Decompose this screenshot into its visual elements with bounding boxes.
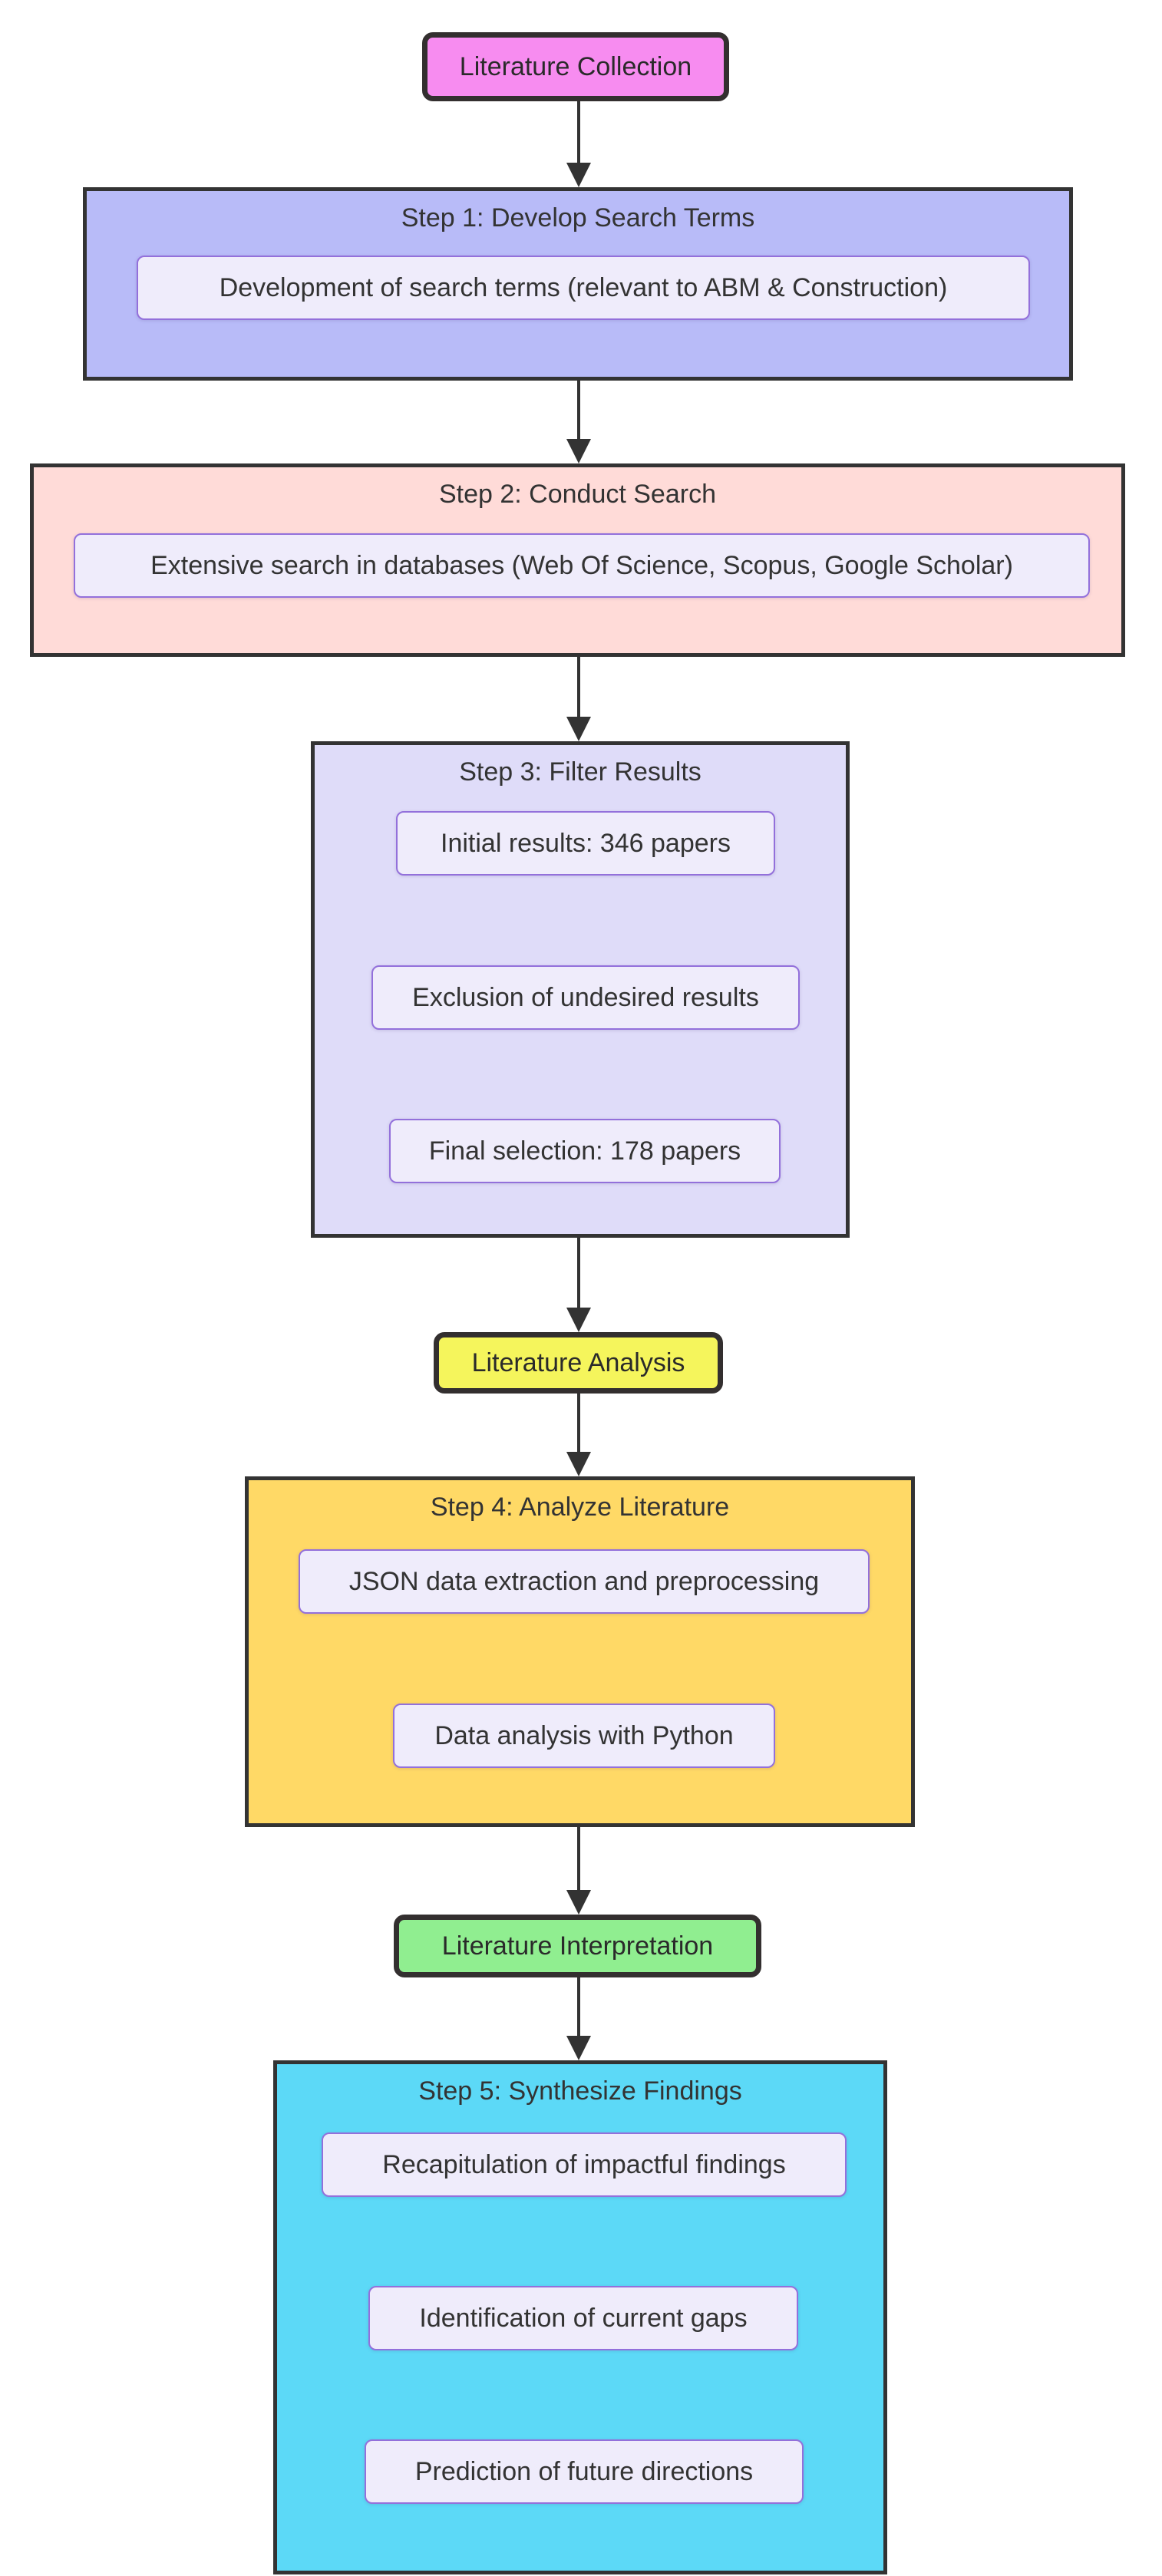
step-3-item-initial-results: Initial results: 346 papers — [396, 811, 775, 876]
step-4-item-label: JSON data extraction and preprocessing — [348, 1566, 820, 1596]
node-literature-collection: Literature Collection — [422, 32, 729, 101]
arrow-7-head-icon — [566, 2036, 591, 2060]
cluster-step-3: Step 3: Filter Results Initial results: … — [311, 741, 850, 1238]
cluster-step-5-title: Step 5: Synthesize Findings — [418, 2076, 742, 2106]
arrow-1-line — [577, 101, 580, 164]
step-1-item-label: Development of search terms (relevant to… — [219, 272, 948, 302]
cluster-step-4-title: Step 4: Analyze Literature — [430, 1492, 730, 1522]
arrow-3-head-icon — [566, 717, 591, 741]
cluster-step-1: Step 1: Develop Search Terms Development… — [83, 187, 1073, 381]
step-5-item-label: Identification of current gaps — [419, 2303, 748, 2333]
step-3-item-label: Initial results: 346 papers — [441, 828, 731, 858]
arrow-4-head-icon — [566, 1308, 591, 1332]
arrow-4-line — [577, 1238, 580, 1309]
node-literature-interpretation: Literature Interpretation — [394, 1915, 761, 1977]
step-4-item-label: Data analysis with Python — [434, 1720, 734, 1750]
step-4-item-json-extraction: JSON data extraction and preprocessing — [299, 1549, 870, 1614]
step-2-item: Extensive search in databases (Web Of Sc… — [74, 533, 1090, 598]
step-4-item-python-analysis: Data analysis with Python — [393, 1704, 775, 1768]
cluster-step-2: Step 2: Conduct Search Extensive search … — [30, 463, 1125, 657]
node-literature-collection-label: Literature Collection — [459, 51, 692, 81]
step-1-item: Development of search terms (relevant to… — [137, 256, 1030, 320]
cluster-step-5: Step 5: Synthesize Findings Recapitulati… — [273, 2060, 887, 2574]
arrow-6-head-icon — [566, 1890, 591, 1915]
step-3-item-label: Exclusion of undesired results — [412, 982, 759, 1012]
arrow-1-head-icon — [566, 163, 591, 187]
arrow-2-line — [577, 381, 580, 440]
cluster-step-3-title: Step 3: Filter Results — [459, 757, 701, 787]
step-5-item-future-directions: Prediction of future directions — [365, 2439, 804, 2504]
step-5-item-gaps: Identification of current gaps — [368, 2286, 798, 2350]
arrow-2-head-icon — [566, 439, 591, 463]
step-3-item-exclusion: Exclusion of undesired results — [371, 965, 800, 1030]
arrow-3-line — [577, 657, 580, 718]
cluster-step-2-title: Step 2: Conduct Search — [438, 480, 716, 509]
node-literature-analysis-label: Literature Analysis — [471, 1347, 685, 1377]
step-5-item-label: Prediction of future directions — [414, 2456, 754, 2486]
node-literature-analysis: Literature Analysis — [434, 1332, 723, 1394]
arrow-7-line — [577, 1977, 580, 2037]
node-literature-interpretation-label: Literature Interpretation — [441, 1931, 714, 1961]
cluster-step-1-title: Step 1: Develop Search Terms — [401, 203, 755, 233]
step-3-item-final-selection: Final selection: 178 papers — [389, 1119, 781, 1183]
step-5-item-label: Recapitulation of impactful findings — [382, 2149, 786, 2179]
arrow-6-line — [577, 1827, 580, 1892]
arrow-5-line — [577, 1394, 580, 1453]
step-3-item-label: Final selection: 178 papers — [428, 1136, 741, 1166]
cluster-step-4: Step 4: Analyze Literature JSON data ext… — [245, 1476, 915, 1827]
arrow-5-head-icon — [566, 1452, 591, 1476]
step-2-item-label: Extensive search in databases (Web Of Sc… — [150, 550, 1013, 580]
step-5-item-recapitulation: Recapitulation of impactful findings — [322, 2132, 847, 2197]
